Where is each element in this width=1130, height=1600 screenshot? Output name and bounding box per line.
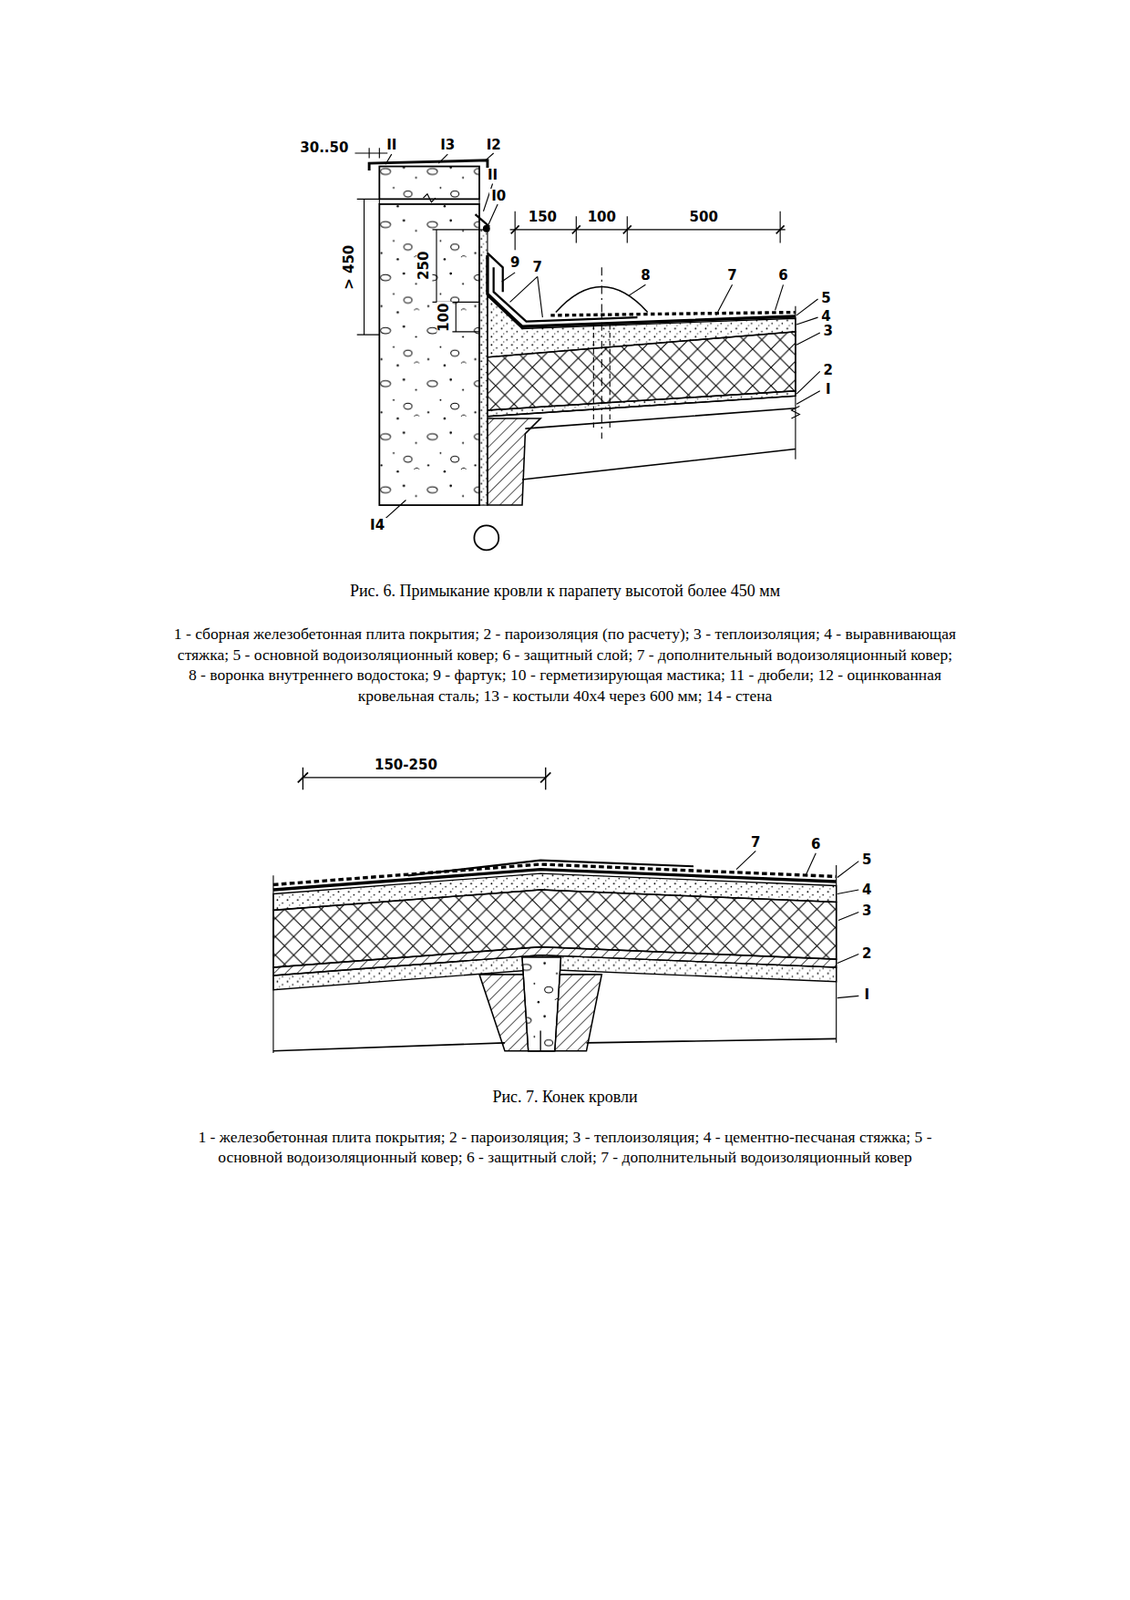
callout-number: I bbox=[823, 381, 833, 398]
callout-number: I4 bbox=[368, 517, 387, 534]
callout-number: 5 bbox=[819, 290, 833, 307]
callout-number: I bbox=[862, 986, 872, 1003]
callout-number: I3 bbox=[438, 137, 457, 154]
figure-caption: Рис. 7. Конек кровли bbox=[492, 1088, 637, 1107]
dimension: 150 bbox=[526, 209, 559, 226]
callout-number: I2 bbox=[484, 137, 504, 154]
callout-number: 4 bbox=[819, 308, 833, 325]
dimension: 150-250 bbox=[372, 757, 440, 773]
figure-legend: 1 - сборная железобетонная плита покрыти… bbox=[173, 623, 957, 707]
callout-number: II bbox=[384, 137, 399, 154]
callout-number: 7 bbox=[725, 267, 739, 284]
dimension: 100 bbox=[437, 300, 453, 333]
callout-number: II bbox=[485, 167, 500, 184]
parapet-detail bbox=[354, 147, 820, 550]
figure-caption: Рис. 6. Примыкание кровли к парапету выс… bbox=[349, 582, 781, 601]
dimension: 500 bbox=[688, 209, 720, 226]
callout-number: 9 bbox=[508, 255, 522, 271]
ridge-detail bbox=[273, 767, 859, 1053]
figure-legend: 1 - железобетонная плита покрытия; 2 - п… bbox=[173, 1126, 957, 1169]
dimension: 250 bbox=[416, 248, 432, 281]
callout-number: 6 bbox=[809, 836, 822, 853]
callout-number: 4 bbox=[860, 882, 874, 898]
callout-number: 2 bbox=[821, 362, 835, 379]
callout-number: 3 bbox=[821, 323, 835, 339]
callout-number: 6 bbox=[776, 267, 790, 284]
callout-number: 7 bbox=[531, 259, 545, 276]
callout-number: I0 bbox=[489, 188, 508, 205]
callout-number: 2 bbox=[860, 945, 874, 962]
callout-number: 7 bbox=[749, 834, 762, 851]
callout-number: 8 bbox=[638, 267, 652, 284]
dimension: 100 bbox=[585, 209, 618, 226]
callout-number: 3 bbox=[860, 903, 874, 919]
dimension: 30..50 bbox=[297, 140, 350, 156]
dimension: > 450 bbox=[342, 243, 359, 292]
callout-number: 5 bbox=[860, 852, 874, 868]
